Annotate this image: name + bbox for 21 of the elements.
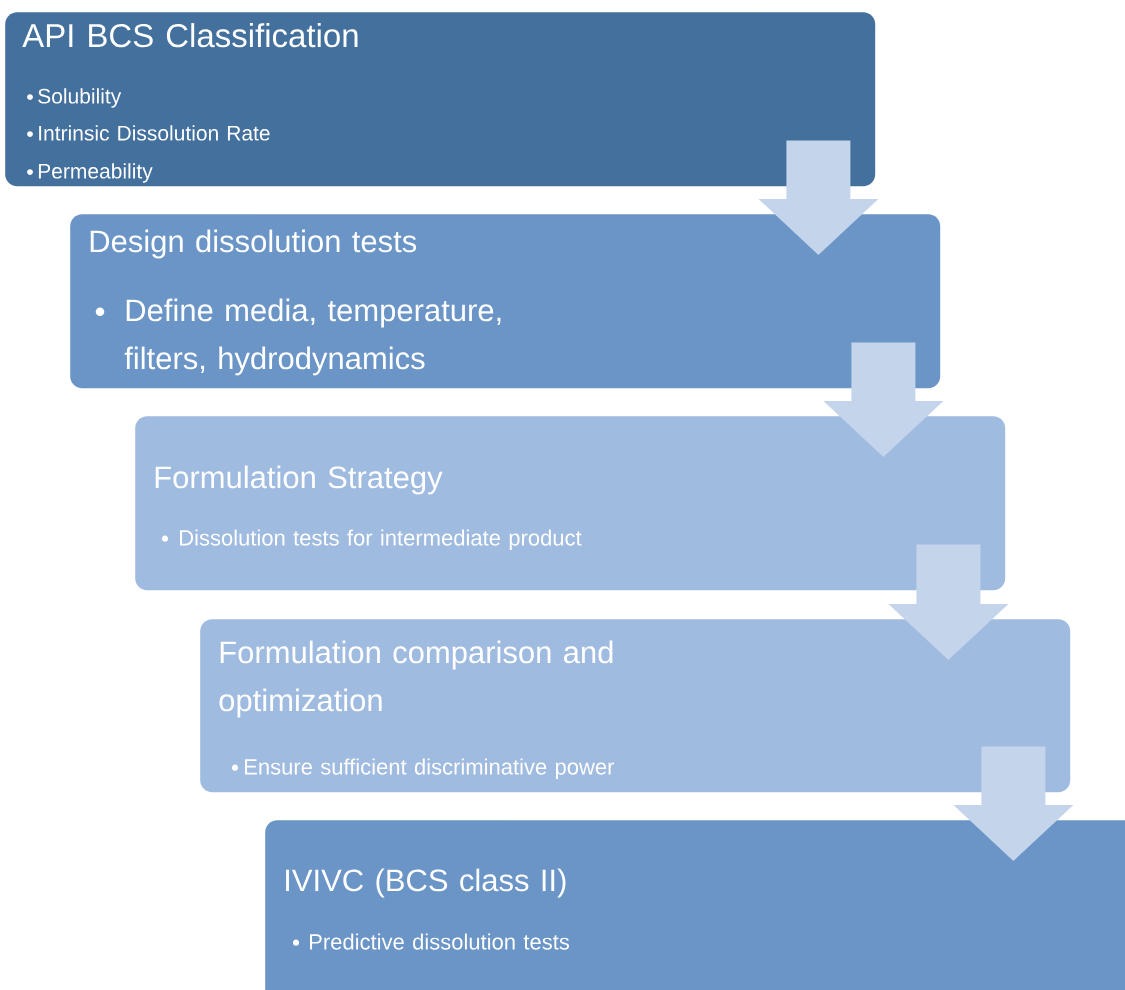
box-heading: API BCS Classification <box>22 23 358 48</box>
process-box <box>265 820 1125 990</box>
box-heading: Formulation Strategy <box>155 465 443 495</box>
bullet-item: Predictive dissolution tests <box>292 933 570 950</box>
block-arrow <box>823 342 944 457</box>
box-heading: IVIVC (BCS class II) <box>286 868 566 898</box>
bullet-item: Solubility <box>27 88 122 108</box>
process-box <box>200 619 1071 793</box>
box-heading: Formulation comparison and optimization <box>219 640 613 718</box>
bullet-item: Dissolution tests for intermediate product <box>161 529 582 550</box>
bullet-item: Intrinsic Dissolution Rate <box>27 125 270 141</box>
process-box <box>70 214 941 389</box>
block-arrow <box>758 140 879 255</box>
block-arrow <box>888 544 1009 660</box>
process-box <box>135 416 1006 591</box>
bullet-item: Ensure sufficient discriminative power <box>231 758 615 779</box>
bullet-item: Define media, temperature, filters, hydrodynamics <box>95 298 501 376</box>
block-arrow <box>953 746 1074 861</box>
bullet-item: Permeability <box>27 163 153 183</box>
process-box <box>5 12 876 187</box>
box-heading: Design dissolution tests <box>90 229 417 259</box>
